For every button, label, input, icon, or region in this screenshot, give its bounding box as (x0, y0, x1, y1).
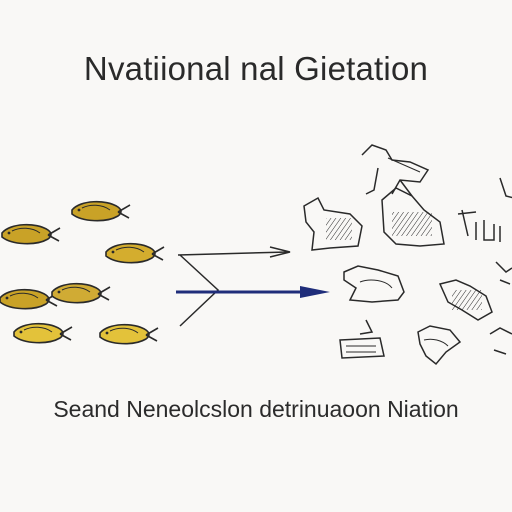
diagram-title: Nvatiional nal Gietation (83, 50, 429, 87)
fish-sketch (71, 200, 131, 222)
fish-sketch (105, 242, 165, 264)
diagram-caption: Seand Neneolcslon detrinuaoon Niation (53, 396, 459, 422)
animal-glyph (303, 196, 363, 251)
upper-arrow-head (269, 246, 291, 258)
animal-glyph (361, 144, 430, 197)
fish-sketch (51, 282, 111, 304)
animal-glyph (495, 261, 512, 285)
right-glyph-group (303, 144, 512, 366)
fish-sketch (1, 223, 61, 245)
left-fish-group (0, 200, 165, 345)
animal-glyph (359, 319, 374, 335)
animal-glyph (438, 279, 493, 321)
animal-glyph (343, 265, 405, 303)
fish-sketch (0, 288, 59, 310)
animal-glyph (489, 327, 512, 355)
animal-glyph (417, 325, 462, 366)
animal-glyph (457, 209, 501, 242)
arrow-fork (179, 254, 220, 327)
blue-arrow-head (300, 286, 330, 298)
transition-arrows (176, 246, 330, 327)
animal-glyph (499, 177, 512, 199)
fish-sketch (99, 323, 159, 345)
upper-arrow-line (177, 251, 289, 256)
animal-glyph (381, 187, 445, 247)
animal-glyph (339, 337, 385, 359)
